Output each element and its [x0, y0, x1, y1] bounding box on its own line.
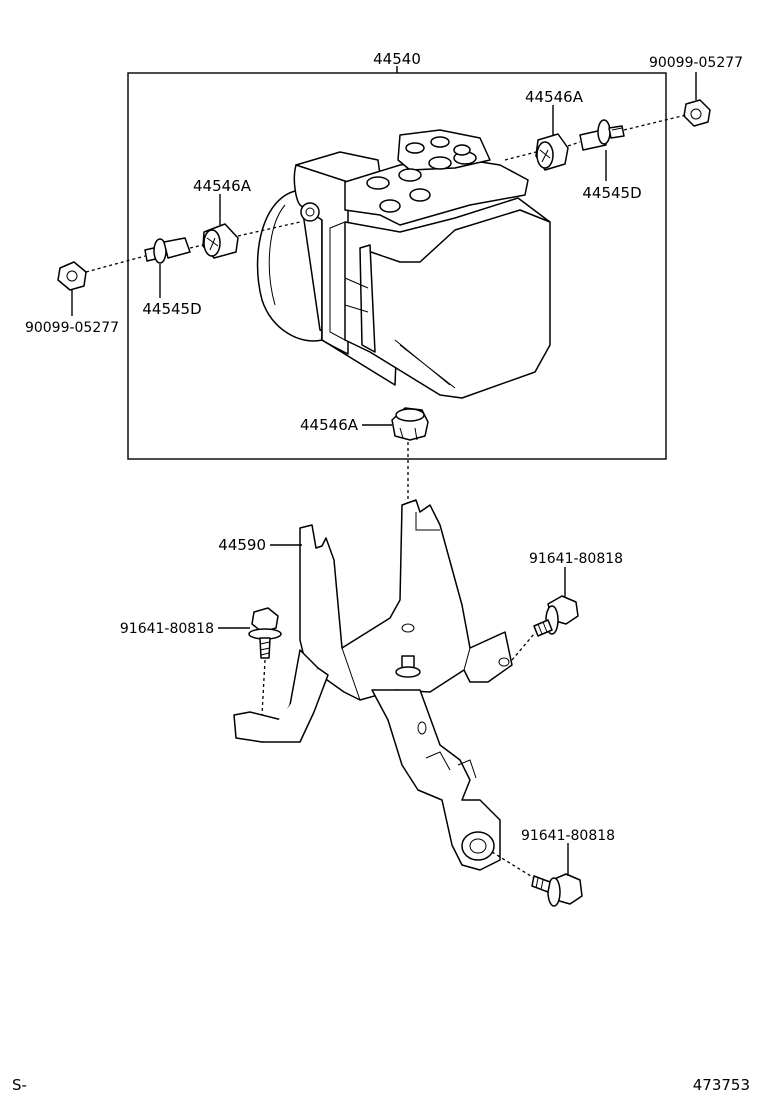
label-bolt-left: 91641-80818 [120, 621, 214, 637]
dashed-line-bolt-left [261, 659, 266, 716]
label-bolt-bottom: 91641-80818 [521, 828, 615, 844]
dashed-line-left [85, 221, 301, 273]
nut-right [683, 99, 711, 127]
nut-left [57, 261, 87, 291]
label-bracket: 44590 [218, 536, 266, 554]
label-nut-right: 90099-05277 [649, 55, 743, 71]
bushing-top-right [535, 133, 569, 171]
abs-actuator [256, 129, 551, 399]
label-pin-left: 44545D [142, 300, 201, 318]
bolt-right [533, 595, 579, 637]
label-bolt-right: 91641-80818 [529, 551, 623, 567]
label-assembly: 44540 [373, 50, 421, 68]
label-nut-left: 90099-05277 [25, 320, 119, 336]
bushing-bottom [391, 407, 429, 441]
label-bushing-top-right: 44546A [525, 88, 584, 106]
dashed-line-right [504, 114, 687, 161]
pin-right [579, 119, 625, 151]
bracket [233, 499, 513, 871]
dashed-line-bolt-bottom [491, 851, 535, 879]
bushing-top-left [202, 223, 239, 259]
bolt-bottom [531, 873, 583, 907]
dashed-line-bolt-right [511, 633, 535, 661]
label-bushing-top-left: 44546A [193, 177, 252, 195]
footer-left: S- [12, 1076, 27, 1094]
label-pin-right: 44545D [582, 184, 641, 202]
bolt-left [248, 607, 282, 659]
label-bushing-bottom: 44546A [300, 416, 359, 434]
footer-right: 473753 [692, 1076, 750, 1094]
pin-left [144, 237, 191, 264]
